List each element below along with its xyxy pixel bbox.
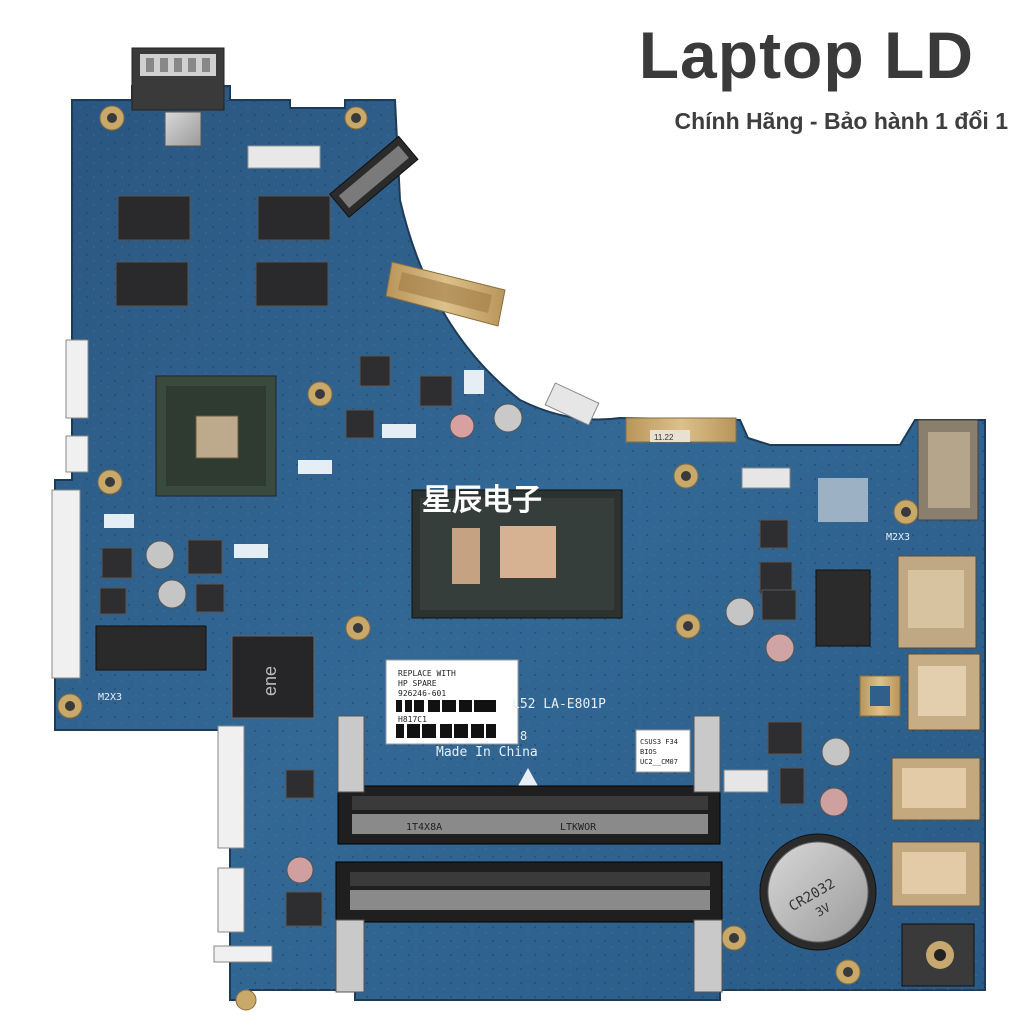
- ene-chip: ene: [231, 635, 315, 719]
- ram-slot-upper: 1T4X8A LTKWOR: [337, 715, 721, 845]
- left-connectors: [51, 339, 273, 963]
- sticker-line-2: HP SPARE: [398, 679, 437, 688]
- memory-chips: [115, 195, 331, 307]
- ram-label-2: LTKWOR: [560, 822, 597, 833]
- sticker-line-1: REPLACE WITH: [398, 669, 456, 678]
- model-text: L52 LA-E801P: [512, 697, 606, 712]
- fan-connector-gold: [385, 261, 506, 327]
- cmos-battery: CR2032 3V: [759, 833, 877, 951]
- m2-slot: [329, 135, 419, 218]
- brand-title: Laptop LD: [638, 18, 974, 92]
- gpu-chip: [155, 375, 277, 497]
- replace-sticker: REPLACE WITH HP SPARE 926246-601 H817C1: [385, 659, 519, 745]
- bios-line-2: BIOS: [640, 748, 657, 756]
- power-connector: [131, 47, 225, 111]
- brand-tagline: Chính Hãng - Bảo hành 1 đổi 1: [674, 108, 1009, 134]
- bios-sticker: CSUS3 F34 BIOS UC2__CM07: [635, 729, 691, 773]
- ram-slot-lower: [335, 861, 723, 993]
- shop-watermark: 星辰电子: [422, 484, 542, 517]
- chip-logo-text: ene: [260, 666, 280, 696]
- origin-text: Made In China: [436, 745, 538, 760]
- mount-label-left: M2X3: [98, 692, 122, 703]
- left-slot: [95, 625, 207, 671]
- mount-label-right: M2X3: [886, 532, 910, 543]
- revision-text: 8: [520, 729, 527, 743]
- cpu-chip: [411, 489, 623, 619]
- sticker-line-3: 926246-601: [398, 689, 446, 698]
- small-tag: 11.22: [654, 433, 674, 442]
- capacitors: [145, 403, 851, 884]
- bios-line-3: UC2__CM07: [640, 758, 678, 766]
- ram-label-1: 1T4X8A: [406, 822, 442, 833]
- bios-line-1: CSUS3 F34: [640, 738, 678, 746]
- mounting-holes: [57, 105, 919, 1011]
- battery-voltage: 3V: [813, 900, 833, 919]
- sticker-serial: H817C1: [398, 715, 427, 724]
- right-ports: [891, 419, 981, 987]
